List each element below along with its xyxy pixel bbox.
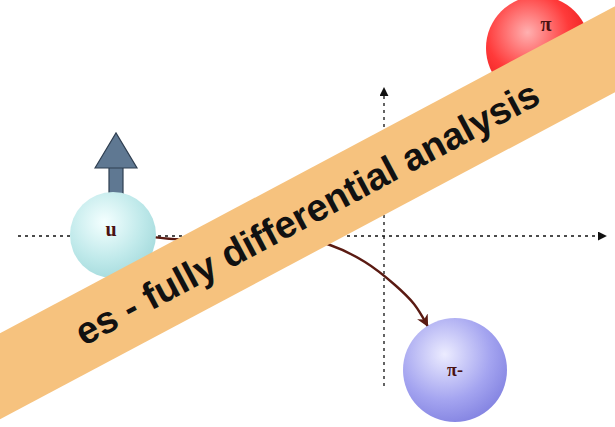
pion-sphere: π-	[403, 318, 507, 422]
particle-label: π	[541, 14, 552, 34]
particle-label: π-	[447, 361, 463, 379]
particle-label: u	[105, 219, 116, 239]
